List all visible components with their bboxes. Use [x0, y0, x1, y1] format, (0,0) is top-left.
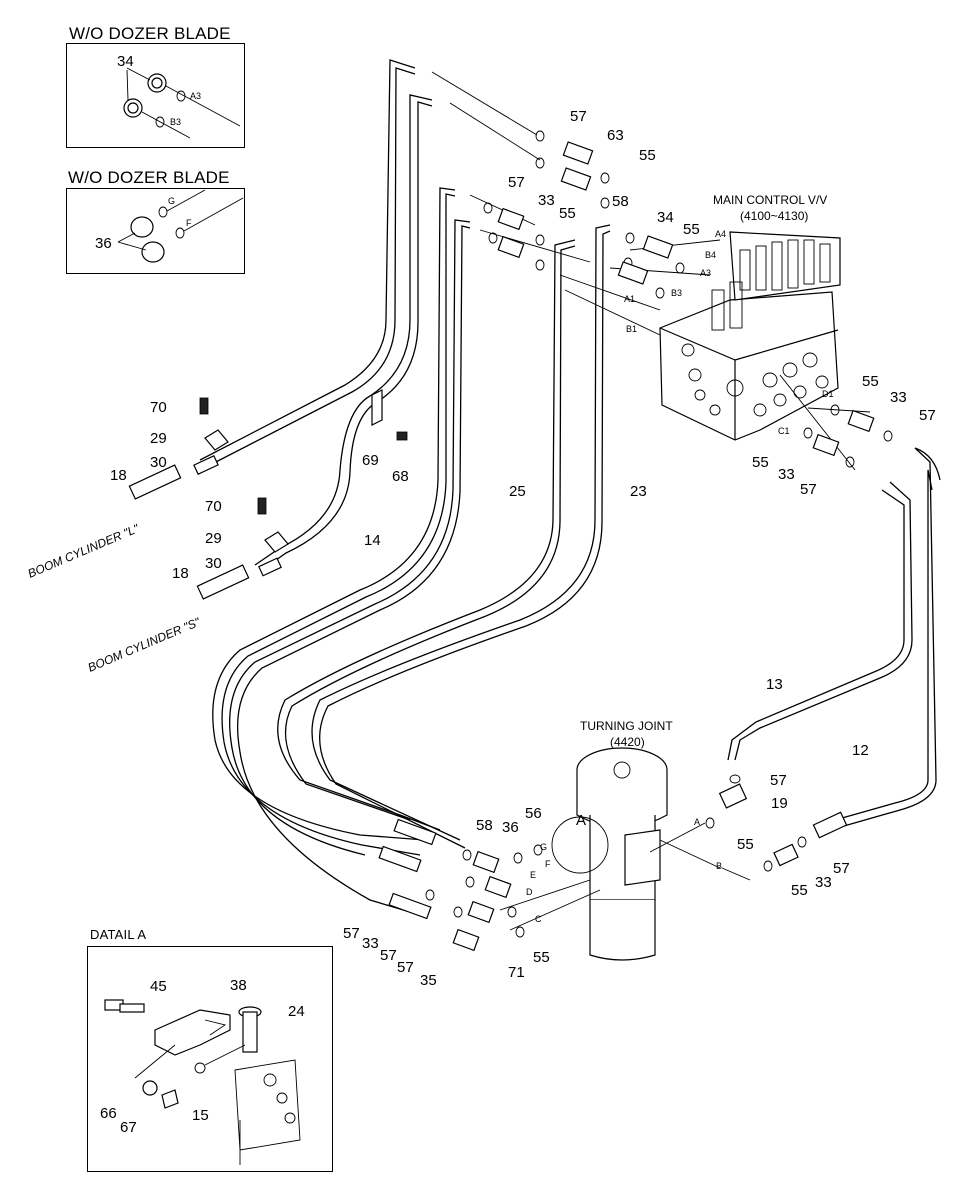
callout-layer: 5763555733555834557029301869687029301814…: [110, 108, 936, 989]
joint-fittings: [378, 774, 848, 952]
main-control-valve: [659, 231, 841, 441]
callout-57: 57: [770, 772, 787, 789]
callout-55: 55: [683, 221, 700, 238]
callout-57: 57: [833, 860, 850, 877]
callout-55: 55: [559, 205, 576, 222]
boom-cylinder-l-label: BOOM CYLINDER "L": [26, 521, 142, 581]
detail-callout-24: 24: [288, 1003, 305, 1020]
port-a3: A3: [700, 268, 711, 278]
turning-joint-name: TURNING JOINT: [580, 719, 673, 733]
callout-33: 33: [362, 935, 379, 952]
callout-34: 34: [657, 209, 674, 226]
callout-29: 29: [150, 430, 167, 447]
detail-a-drawing: [104, 999, 301, 1165]
callout-55: 55: [791, 882, 808, 899]
callout-57: 57: [343, 925, 360, 942]
port-b3: B3: [671, 288, 682, 298]
callout-68: 68: [392, 468, 409, 485]
callout-33: 33: [538, 192, 555, 209]
tj-port-g: G: [540, 842, 547, 852]
callout-12: 12: [852, 742, 869, 759]
detail-callout-15: 15: [192, 1107, 209, 1124]
callout-57: 57: [919, 407, 936, 424]
callout-36-inset: 36: [95, 235, 112, 252]
leader-lines: [431, 71, 871, 931]
main-valve-name: MAIN CONTROL V/V: [713, 193, 827, 207]
callout-57: 57: [570, 108, 587, 125]
port-d1: D1: [822, 389, 834, 399]
tj-port-e: E: [530, 870, 536, 880]
callout-14: 14: [364, 532, 381, 549]
callout-57: 57: [800, 481, 817, 498]
callout-55: 55: [533, 949, 550, 966]
main-valve-code: (4100~4130): [740, 209, 808, 223]
callout-34-inset: 34: [117, 53, 134, 70]
callout-56: 56: [525, 805, 542, 822]
tj-port-d: D: [526, 887, 533, 897]
detail-callout-67: 67: [120, 1119, 137, 1136]
callout-70: 70: [150, 399, 167, 416]
port-g-inset: G: [168, 196, 175, 206]
detail-callout-66: 66: [100, 1105, 117, 1122]
tj-port-a: A: [694, 817, 700, 827]
port-f-inset: F: [186, 218, 192, 228]
boom-fittings: [128, 389, 408, 600]
callout-55: 55: [862, 373, 879, 390]
callout-57: 57: [380, 947, 397, 964]
hose-runs: [199, 59, 941, 916]
callout-63: 63: [607, 127, 624, 144]
boom-cylinder-s-label: BOOM CYLINDER "S": [86, 614, 203, 674]
callout-25: 25: [509, 483, 526, 500]
callout-33: 33: [890, 389, 907, 406]
callout-33: 33: [778, 466, 795, 483]
callout-13: 13: [766, 676, 783, 693]
port-b1: B1: [626, 324, 637, 334]
callout-23: 23: [630, 483, 647, 500]
callout-18: 18: [172, 565, 189, 582]
inset-title-top2: W/O DOZER BLADE: [68, 168, 230, 187]
turning-joint-code: (4420): [610, 735, 645, 749]
tj-port-f: F: [545, 859, 551, 869]
callout-58: 58: [476, 817, 493, 834]
inset2-drawing: [117, 189, 244, 263]
callout-35: 35: [420, 972, 437, 989]
tj-port-b: B: [716, 861, 722, 871]
detail-callout-45: 45: [150, 978, 167, 995]
callout-19: 19: [771, 795, 788, 812]
callout-30: 30: [150, 454, 167, 471]
turning-joint: [551, 747, 668, 961]
callout-70: 70: [205, 498, 222, 515]
callout-57: 57: [397, 959, 414, 976]
callout-55: 55: [639, 147, 656, 164]
port-a4: A4: [715, 229, 726, 239]
port-a3-inset: A3: [190, 91, 201, 101]
inset-top1: [66, 43, 245, 148]
valve-fittings: [483, 130, 893, 468]
callout-30: 30: [205, 555, 222, 572]
callout-36: 36: [502, 819, 519, 836]
callout-55: 55: [737, 836, 754, 853]
detail-callout-38: 38: [230, 977, 247, 994]
port-b4: B4: [705, 250, 716, 260]
inset-title-top1: W/O DOZER BLADE: [69, 24, 231, 43]
callout-57: 57: [508, 174, 525, 191]
inset-detail: [87, 946, 333, 1172]
view-a-marker: A: [576, 812, 586, 829]
inset1-drawing: [123, 67, 241, 139]
callout-55: 55: [752, 454, 769, 471]
port-c1: C1: [778, 426, 790, 436]
port-b3-inset: B3: [170, 117, 181, 127]
callout-33: 33: [815, 874, 832, 891]
callout-71: 71: [508, 964, 525, 981]
callout-29: 29: [205, 530, 222, 547]
callout-58: 58: [612, 193, 629, 210]
callout-69: 69: [362, 452, 379, 469]
inset-title-detail: DATAIL A: [90, 927, 147, 942]
callout-18: 18: [110, 467, 127, 484]
tj-port-c: C: [535, 914, 542, 924]
